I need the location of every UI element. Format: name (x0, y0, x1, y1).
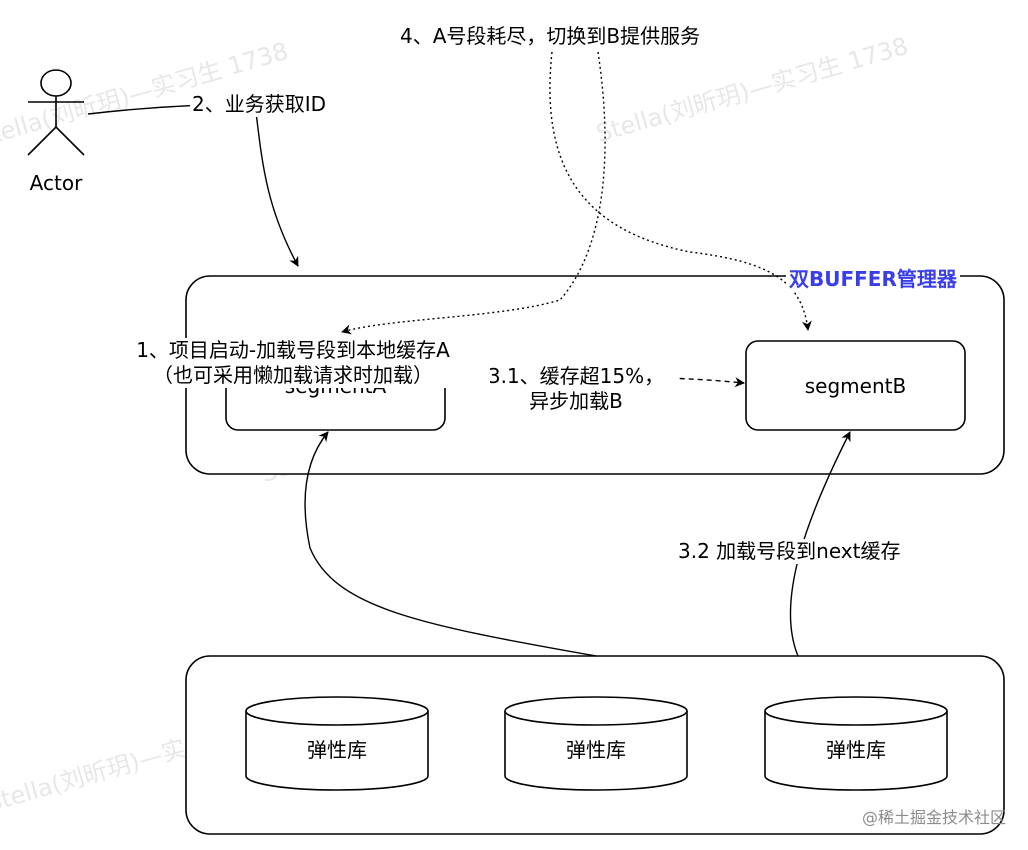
step-1-line1: 1、项目启动-加载号段到本地缓存A (136, 338, 450, 362)
step-3-1-line1: 3.1、缓存超15%， (487, 364, 665, 388)
database-cylinder (764, 696, 948, 791)
database-label: 弹性库 (826, 738, 886, 762)
database-cylinder (504, 696, 688, 791)
step-3-1-line2: 异步加载B (529, 389, 623, 413)
step-1-line2: （也可采用懒加载请求时加载） (153, 363, 433, 387)
step-1-label: 1、项目启动-加载号段到本地缓存A （也可采用懒加载请求时加载） (96, 338, 490, 388)
actor-label: Actor (29, 171, 83, 195)
site-credit: @稀土掘金技术社区 (861, 808, 1006, 827)
actor-icon (27, 69, 85, 156)
segment-b-label: segmentB (804, 374, 907, 398)
edge-switch-to-b (549, 51, 812, 331)
step-2-label: 2、业务获取ID (190, 92, 329, 117)
edge-load-cache-a (304, 431, 597, 657)
edge-fetch-id (87, 103, 299, 267)
step-3-2-label: 3.2 加载号段到next缓存 (676, 539, 903, 564)
database-cylinder (245, 696, 429, 791)
manager-title: 双BUFFER管理器 (786, 263, 960, 292)
step-4-label: 4、A号段耗尽，切换到B提供服务 (398, 24, 703, 49)
database-label: 弹性库 (566, 738, 626, 762)
database-label: 弹性库 (307, 738, 367, 762)
segment-b-box[interactable] (745, 340, 966, 431)
step-3-1-label: 3.1、缓存超15%， 异步加载B (474, 364, 678, 414)
